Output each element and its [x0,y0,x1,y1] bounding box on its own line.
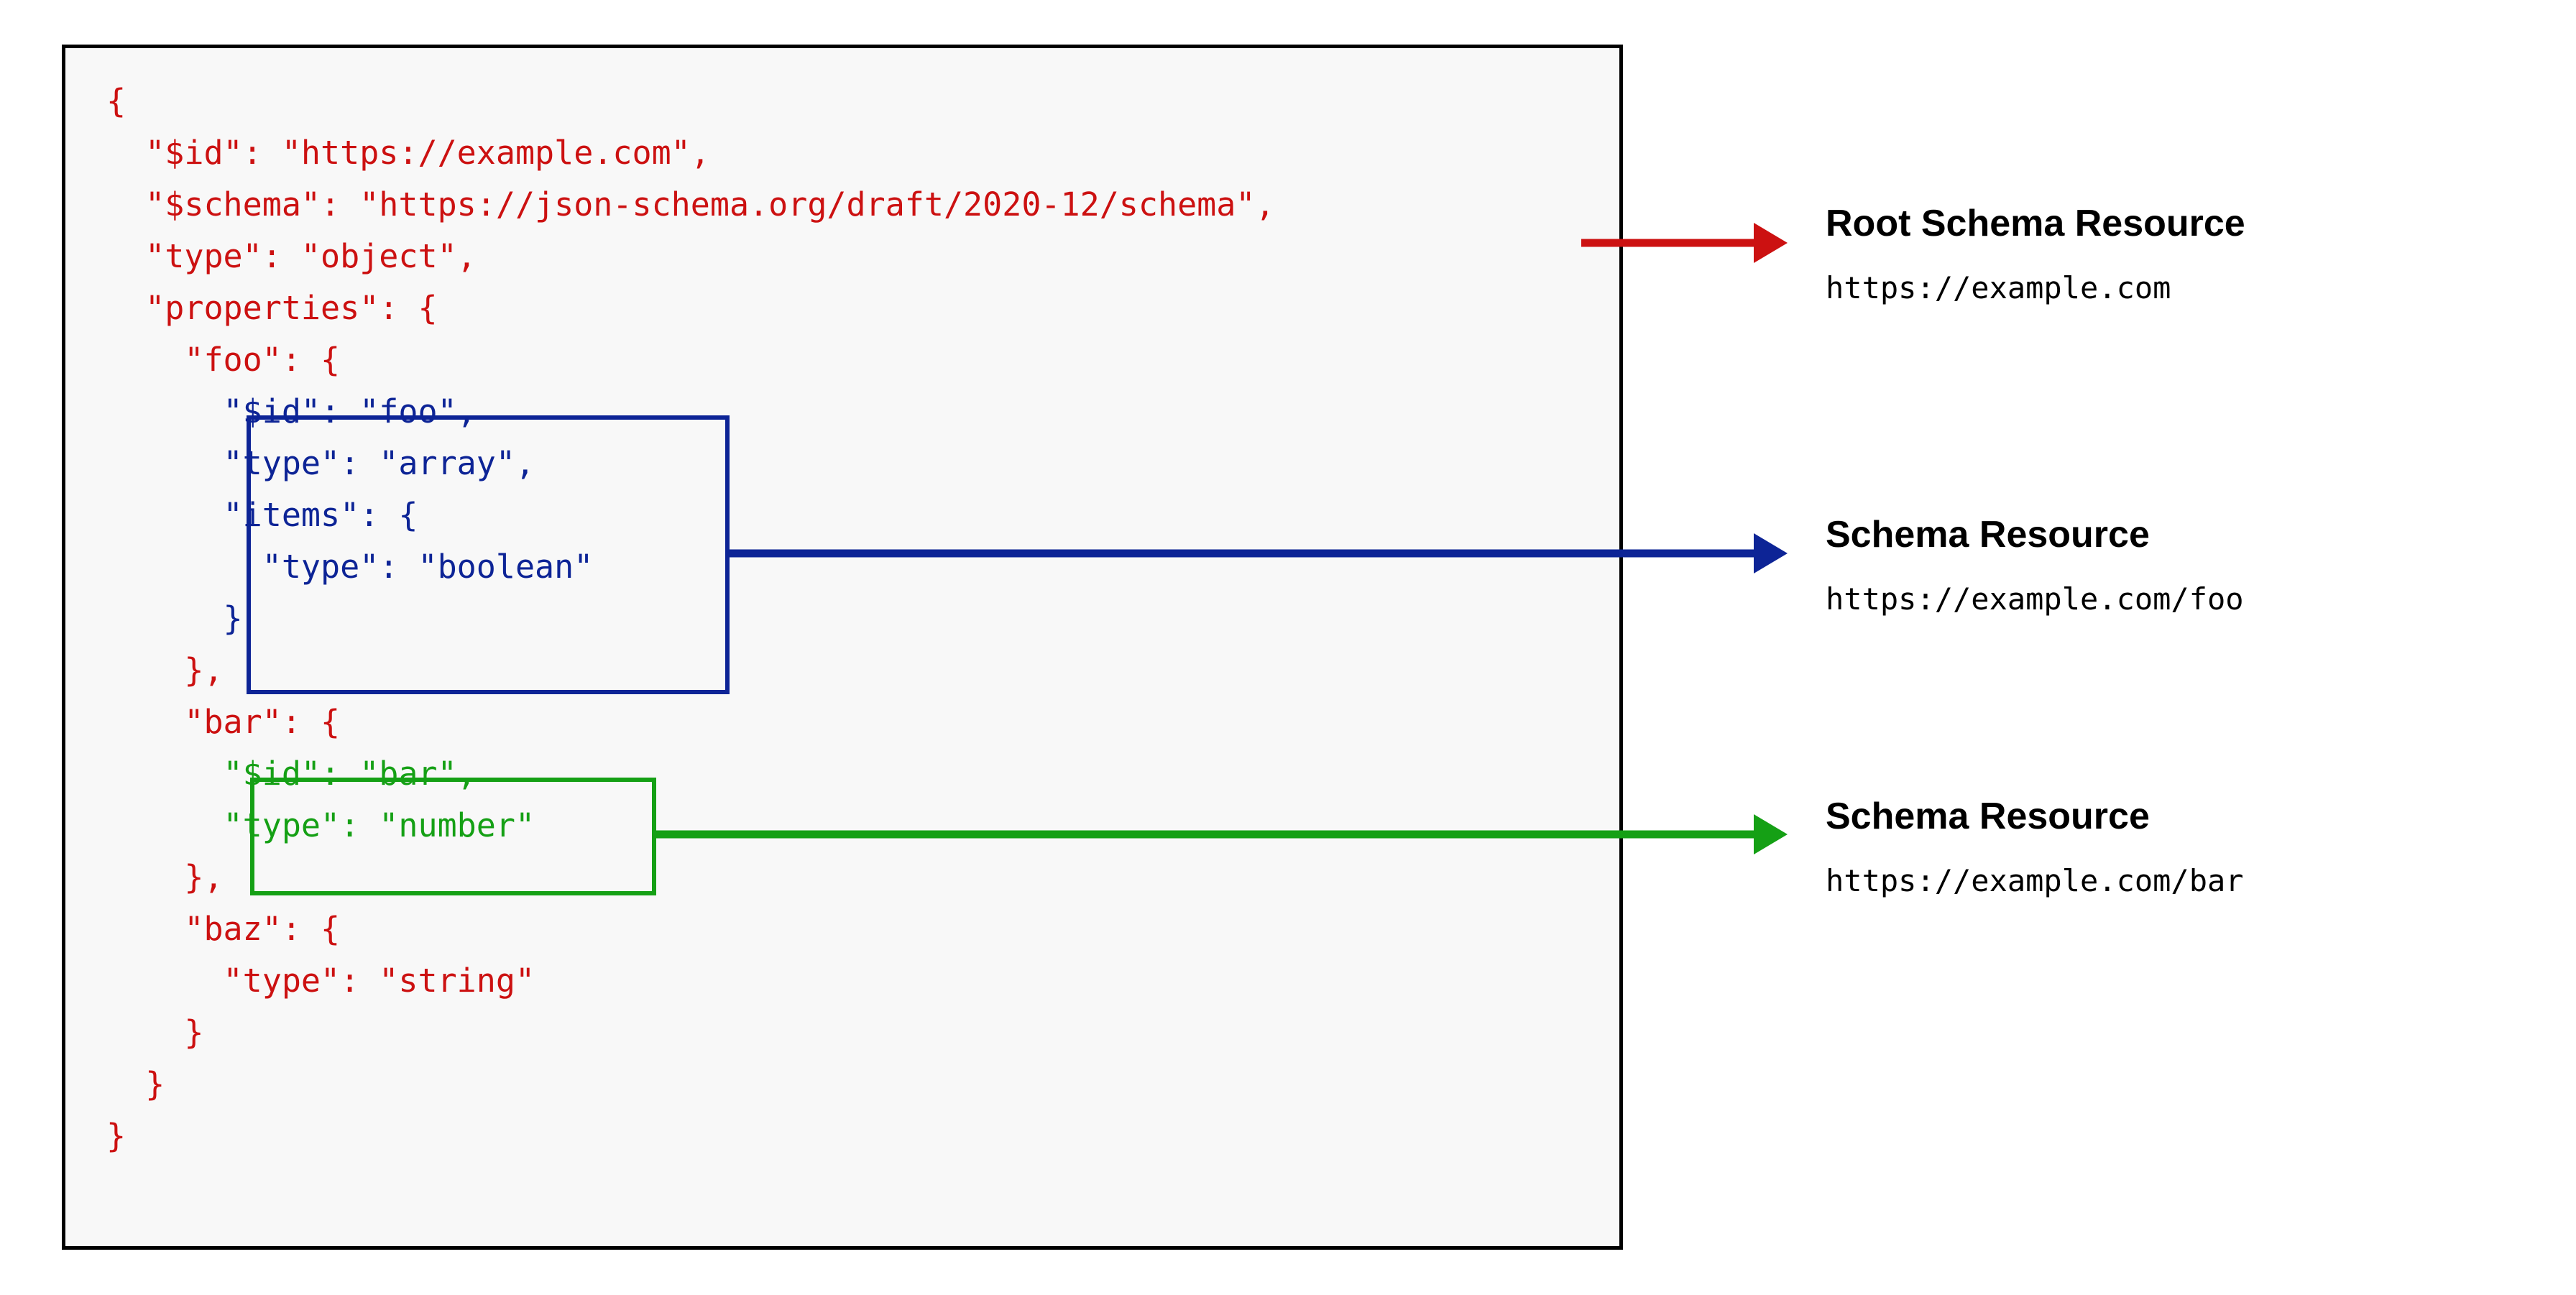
label-bar-schema-resource: Schema Resource https://example.com/bar [1826,796,2244,899]
code-line: } [106,599,243,637]
code-line: }, [106,858,224,896]
code-line: "$id": "foo", [106,392,477,430]
code-line: "type": "boolean" [106,548,594,586]
label-title: Root Schema Resource [1826,203,2245,244]
code-line: "$id": "https://example.com", [106,134,710,172]
code-line: "type": "array", [106,444,535,482]
label-title: Schema Resource [1826,514,2150,556]
code-line: } [106,1117,126,1155]
code-panel: { "$id": "https://example.com", "$schema… [62,45,1623,1250]
code-line: "foo": { [106,341,341,379]
code-line: } [106,1065,165,1103]
code-line: "type": "string" [106,962,535,1000]
code-line: "properties": { [106,289,438,327]
code-line: } [106,1013,204,1051]
code-line: "type": "number" [106,806,535,844]
label-root-schema-resource: Root Schema Resource https://example.com [1826,203,2245,306]
code-line: "baz": { [106,910,341,948]
code-line: "$schema": "https://json-schema.org/draf… [106,185,1275,223]
code-line: "bar": { [106,703,341,741]
code-line: { [106,82,126,120]
label-title: Schema Resource [1826,796,2150,837]
label-url: https://example.com [1826,270,2171,305]
code-line: }, [106,651,224,689]
code-line: "items": { [106,496,418,534]
json-code-block: { "$id": "https://example.com", "$schema… [106,75,1275,1162]
label-url: https://example.com/bar [1826,863,2244,898]
label-url: https://example.com/foo [1826,581,2244,617]
code-line: "type": "object", [106,237,477,275]
label-foo-schema-resource: Schema Resource https://example.com/foo [1826,514,2244,617]
code-line: "$id": "bar", [106,755,477,793]
